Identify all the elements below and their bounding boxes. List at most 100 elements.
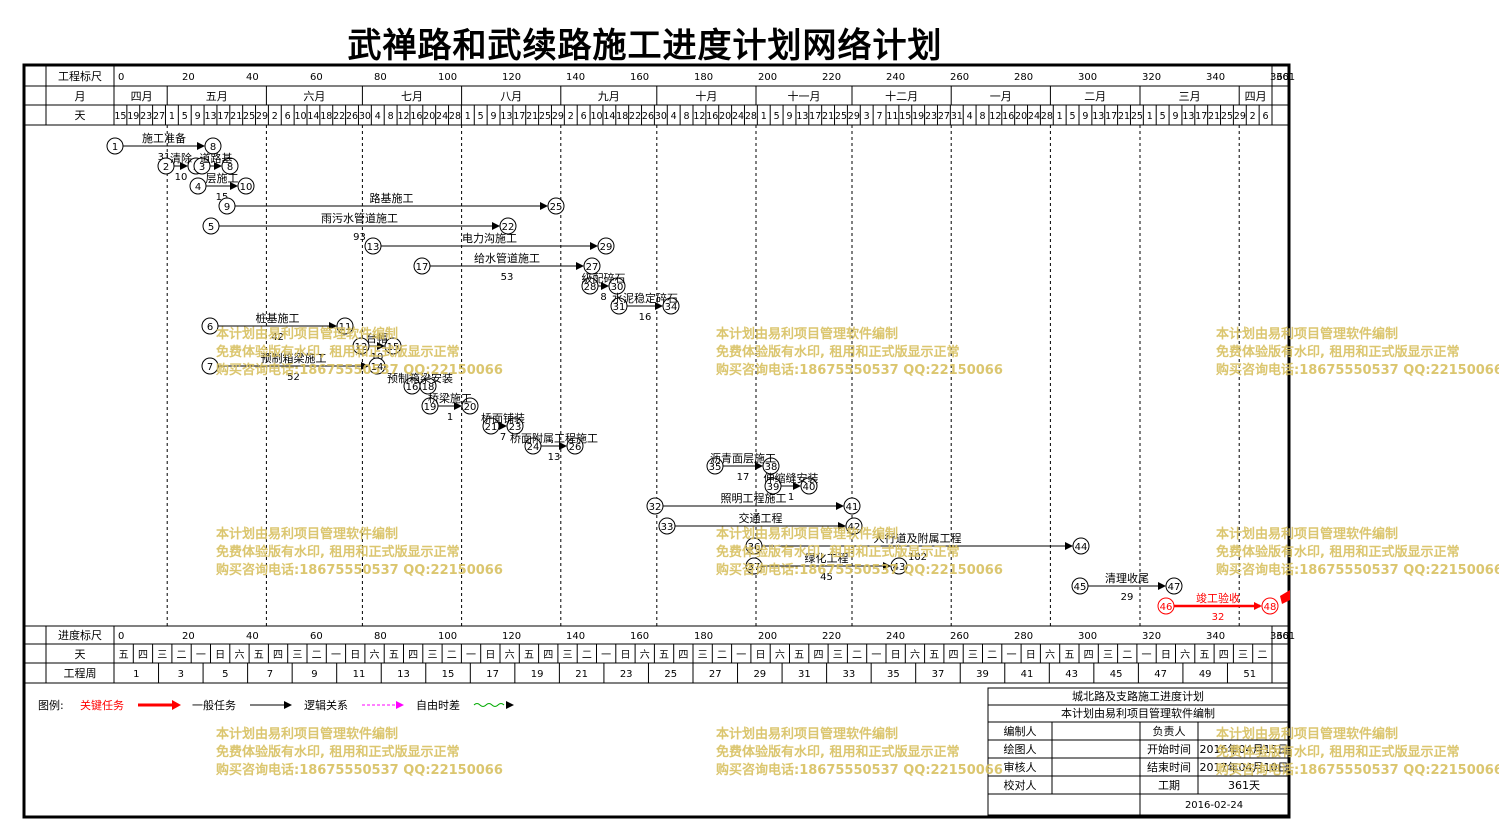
weekday-cell: 三: [157, 650, 167, 661]
month-label: 十月: [695, 89, 717, 103]
title-block-row-label2: 负责人: [1153, 724, 1186, 738]
weekday-cell: 日: [891, 650, 901, 661]
footer-tick-label: 180: [694, 631, 713, 642]
footer-tick-label: 300: [1078, 631, 1097, 642]
task-name: 预制箱梁施工: [261, 351, 327, 365]
watermark-line: 购买咨询电话:18675550537 QQ:22150066: [216, 562, 503, 578]
scale-tick-label: 361: [1276, 72, 1295, 83]
task-arrowhead: [492, 222, 500, 230]
day-cell: 18: [320, 111, 332, 122]
watermark-line: 购买咨询电话:18675550537 QQ:22150066: [1216, 362, 1499, 378]
watermark-line: 本计划由易利项目管理软件编制: [1216, 726, 1398, 742]
day-cell: 16: [410, 111, 422, 122]
watermark-line: 免费体验版有水印, 租用和正式版显示正常: [1216, 544, 1459, 560]
node-circle: [547, 197, 565, 215]
node-circle: [1072, 537, 1090, 555]
node-circle: [608, 277, 626, 295]
watermark-line: 购买咨询电话:18675550537 QQ:22150066: [216, 762, 503, 778]
node-circle: [193, 157, 211, 175]
node-number: 9: [224, 202, 230, 213]
task-name: 雨污水管道施工: [321, 211, 398, 225]
weekday-cell: 二: [987, 650, 997, 661]
node-circle: [1157, 597, 1175, 615]
day-cell: 12: [397, 111, 409, 122]
node-number: 28: [584, 282, 597, 293]
footer-tick-label: 100: [438, 631, 457, 642]
weekday-cell: 五: [929, 650, 939, 661]
day-cell: 25: [243, 111, 255, 122]
watermark-line: 购买咨询电话:18675550537 QQ:22150066: [1216, 562, 1499, 578]
watermark-line: 本计划由易利项目管理软件编制: [716, 726, 898, 742]
weekday-cell: 二: [1122, 650, 1132, 661]
watermark-line: 购买咨询电话:18675550537 QQ:22150066: [1216, 762, 1499, 778]
node-number: 11: [339, 322, 352, 333]
week-label: 工程周: [64, 667, 97, 680]
week-cell: 17: [486, 669, 499, 680]
watermark-line: 免费体验版有水印, 租用和正式版显示正常: [216, 344, 459, 360]
week-cell: 5: [222, 669, 228, 680]
week-cell: 29: [753, 669, 766, 680]
weekday-cell: 六: [370, 649, 380, 661]
node-circle: [762, 457, 780, 475]
day-cell: 9: [1172, 111, 1178, 122]
task-arrowhead: [214, 162, 222, 170]
week-cell: 7: [267, 669, 273, 680]
day-cell: 1: [761, 111, 767, 122]
weekday-cell: 四: [408, 650, 418, 661]
weekday-row: 五四三二一日六五四三二一日六五四三二一日六五四三二一日六五四三二一日六五四三二一…: [119, 644, 1267, 663]
day-cell: 25: [835, 111, 847, 122]
week-cell: 3: [178, 669, 184, 680]
task-duration: 32: [1212, 612, 1225, 623]
month-label: 十一月: [788, 89, 821, 103]
node-number: 6: [207, 322, 213, 333]
finish-flag-icon: [1280, 590, 1290, 604]
week-cell: 1: [133, 669, 139, 680]
start-date-value: 2016年04月15日: [1200, 742, 1289, 756]
watermark-line: 本计划由易利项目管理软件编制: [216, 726, 398, 742]
month-label: 十二月: [885, 89, 918, 103]
node-number: 36: [748, 542, 761, 553]
weekday-cell: 二: [177, 650, 187, 661]
task-name: 水泥稳定碎石: [612, 291, 678, 305]
node-number: 16: [406, 382, 419, 393]
node-number: 48: [1264, 602, 1277, 613]
day-cell: 12: [693, 111, 705, 122]
day-cell: 21: [822, 111, 834, 122]
weekday-cell: 一: [466, 650, 476, 661]
node-circle: [368, 357, 386, 375]
day-cell: 22: [333, 111, 345, 122]
weekday-cell: 六: [1180, 649, 1190, 661]
day-cell: 23: [140, 111, 152, 122]
weekday-cell: 六: [640, 649, 650, 661]
node-circle: [1071, 577, 1089, 595]
node-circle: [610, 297, 628, 315]
node-number: 2: [163, 162, 169, 173]
weekday-cell: 四: [678, 650, 688, 661]
weekday-cell: 四: [1084, 650, 1094, 661]
task-arrowhead: [1158, 582, 1166, 590]
footer-tick-label: 320: [1142, 631, 1161, 642]
day-cell: 1: [1147, 111, 1153, 122]
weekday-cell: 一: [196, 650, 206, 661]
day-cell: 27: [153, 111, 165, 122]
weekday-cell: 三: [1238, 650, 1248, 661]
weekday-cell: 四: [949, 650, 959, 661]
weekday-cell: 二: [312, 650, 322, 661]
day-cell: 16: [1002, 111, 1014, 122]
footer-tick-label: 361: [1276, 631, 1295, 642]
node-circle: [157, 157, 175, 175]
node-circle: [461, 397, 479, 415]
node-number: 5: [208, 222, 214, 233]
task-name: 台帽: [366, 331, 388, 345]
scale-tick-label: 120: [502, 72, 521, 83]
node-circle: [845, 517, 863, 535]
node-number: 37: [748, 562, 761, 573]
day-cell: 10: [295, 111, 307, 122]
scale-tick-label: 20: [182, 72, 195, 83]
day-cell: 30: [655, 111, 667, 122]
day-cell: 27: [938, 111, 950, 122]
task-duration: 53: [501, 272, 514, 283]
task-duration: 16: [639, 312, 652, 323]
